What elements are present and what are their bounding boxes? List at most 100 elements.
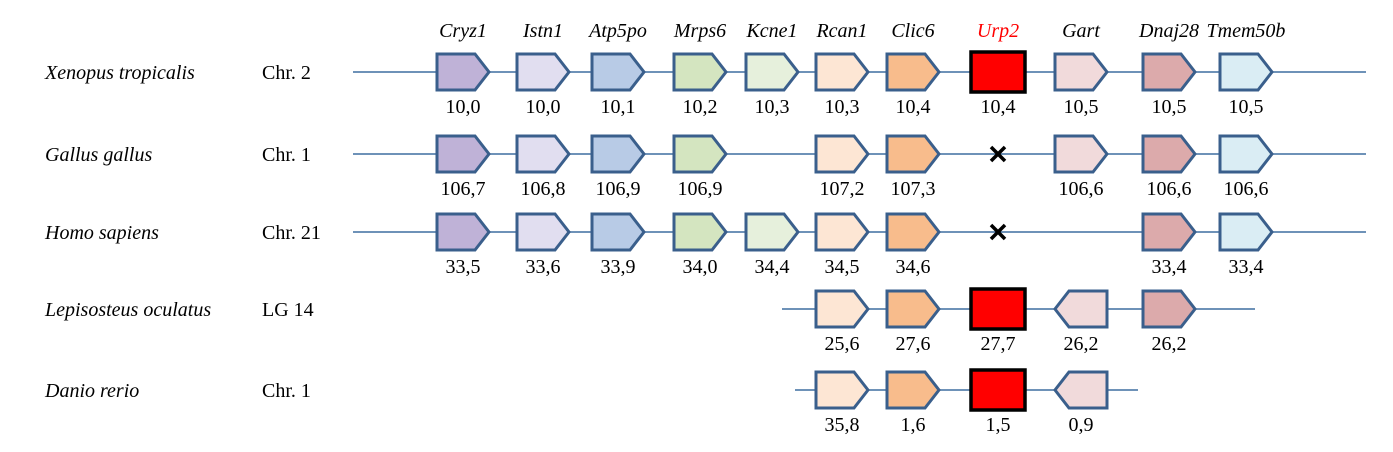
chromosome-label: Chr. 21 <box>262 222 321 244</box>
gene-position-label: 106,6 <box>1059 178 1104 200</box>
gene-position-label: 10,4 <box>896 96 931 118</box>
gene-loss-marker <box>989 145 1007 163</box>
gene-position-label: 34,5 <box>825 256 860 278</box>
gene-arrow-dnaj28 <box>1141 52 1197 92</box>
gene-position-label: 106,6 <box>1147 178 1192 200</box>
gene-name-cryz1: Cryz1 <box>439 20 487 42</box>
gene-arrow-tmem50b <box>1218 212 1274 252</box>
gene-loss-marker <box>989 223 1007 241</box>
gene-position-label: 27,7 <box>981 333 1016 355</box>
gene-arrow-dnaj28 <box>1141 289 1197 329</box>
gene-name-kcne1: Kcne1 <box>745 20 797 42</box>
species-label: Gallus gallus <box>45 144 152 166</box>
gene-arrow-clic6 <box>885 52 941 92</box>
gene-position-label: 106,8 <box>521 178 566 200</box>
gene-position-label: 10,3 <box>755 96 790 118</box>
gene-arrow-tmem50b <box>1218 134 1274 174</box>
species-label: Lepisosteus oculatus <box>44 299 211 321</box>
gene-box-urp2 <box>969 368 1027 412</box>
gene-position-label: 34,6 <box>896 256 931 278</box>
gene-position-label: 10,1 <box>601 96 636 118</box>
gene-arrow-dnaj28 <box>1141 134 1197 174</box>
gene-position-label: 10,5 <box>1152 96 1187 118</box>
chromosome-label: Chr. 2 <box>262 62 311 84</box>
gene-position-label: 26,2 <box>1152 333 1187 355</box>
gene-position-label: 25,6 <box>825 333 860 355</box>
gene-box-urp2 <box>969 287 1027 331</box>
gene-position-label: 34,0 <box>683 256 718 278</box>
species-label: Danio rerio <box>44 380 139 402</box>
gene-position-label: 33,4 <box>1152 256 1187 278</box>
gene-position-label: 1,5 <box>986 414 1011 436</box>
gene-arrow-gart <box>1053 289 1109 329</box>
gene-position-label: 10,2 <box>683 96 718 118</box>
species-row-homo-sapiens: Homo sapiens Chr. 21 33,5 33,6 33,9 34,0 34,4 3… <box>44 212 1366 278</box>
gene-arrow-kcne1 <box>744 212 800 252</box>
gene-position-label: 27,6 <box>896 333 931 355</box>
gene-position-label: 10,0 <box>446 96 481 118</box>
gene-arrow-atp5po <box>590 52 646 92</box>
gene-name-dnaj28: Dnaj28 <box>1138 20 1199 42</box>
species-row-lepisosteus-oculatus: Lepisosteus oculatus LG 14 25,6 27,6 27,7 26,… <box>44 287 1255 355</box>
gene-arrow-atp5po <box>590 134 646 174</box>
gene-arrow-cryz1 <box>435 212 491 252</box>
gene-arrow-gart <box>1053 370 1109 410</box>
gene-arrow-rcan1 <box>814 289 870 329</box>
gene-arrow-cryz1 <box>435 52 491 92</box>
gene-box-urp2 <box>969 50 1027 94</box>
gene-arrow-istn1 <box>515 52 571 92</box>
gene-arrow-dnaj28 <box>1141 212 1197 252</box>
gene-arrow-cryz1 <box>435 134 491 174</box>
gene-position-label: 106,9 <box>596 178 641 200</box>
gene-arrow-atp5po <box>590 212 646 252</box>
gene-name-istn1: Istn1 <box>522 20 563 42</box>
gene-position-label: 107,3 <box>891 178 936 200</box>
gene-position-label: 10,5 <box>1229 96 1264 118</box>
gene-arrow-rcan1 <box>814 370 870 410</box>
chromosome-label: LG 14 <box>262 299 314 321</box>
gene-position-label: 106,6 <box>1224 178 1269 200</box>
gene-name-header: Cryz1 Istn1 Atp5po Mrps6 Kcne1 Rcan1 Clic6 Urp2… <box>439 20 1285 42</box>
gene-arrow-rcan1 <box>814 134 870 174</box>
gene-position-label: 10,0 <box>526 96 561 118</box>
gene-arrow-clic6 <box>885 289 941 329</box>
gene-arrow-rcan1 <box>814 52 870 92</box>
gene-position-label: 33,6 <box>526 256 561 278</box>
gene-name-tmem50b: Tmem50b <box>1207 20 1286 42</box>
gene-name-clic6: Clic6 <box>891 20 934 42</box>
gene-position-label: 33,4 <box>1229 256 1264 278</box>
gene-position-label: 106,7 <box>441 178 486 200</box>
gene-name-urp2: Urp2 <box>977 20 1019 42</box>
gene-arrow-gart <box>1053 52 1109 92</box>
chromosome-label: Chr. 1 <box>262 144 311 166</box>
gene-arrow-istn1 <box>515 212 571 252</box>
species-label: Homo sapiens <box>44 222 159 244</box>
gene-arrow-clic6 <box>885 212 941 252</box>
gene-name-atp5po: Atp5po <box>587 20 647 42</box>
gene-position-label: 10,3 <box>825 96 860 118</box>
gene-arrow-rcan1 <box>814 212 870 252</box>
gene-arrow-istn1 <box>515 134 571 174</box>
gene-position-label: 1,6 <box>901 414 926 436</box>
gene-name-rcan1: Rcan1 <box>815 20 867 42</box>
chromosome-label: Chr. 1 <box>262 380 311 402</box>
gene-position-label: 107,2 <box>820 178 865 200</box>
gene-position-label: 33,5 <box>446 256 481 278</box>
gene-position-label: 10,4 <box>981 96 1016 118</box>
gene-position-label: 0,9 <box>1069 414 1094 436</box>
gene-position-label: 34,4 <box>755 256 790 278</box>
gene-arrow-mrps6 <box>672 212 728 252</box>
gene-position-label: 10,5 <box>1064 96 1099 118</box>
gene-arrow-mrps6 <box>672 52 728 92</box>
gene-arrow-clic6 <box>885 370 941 410</box>
gene-position-label: 33,9 <box>601 256 636 278</box>
gene-arrow-gart <box>1053 134 1109 174</box>
gene-position-label: 26,2 <box>1064 333 1099 355</box>
gene-name-mrps6: Mrps6 <box>673 20 726 42</box>
gene-arrow-kcne1 <box>744 52 800 92</box>
